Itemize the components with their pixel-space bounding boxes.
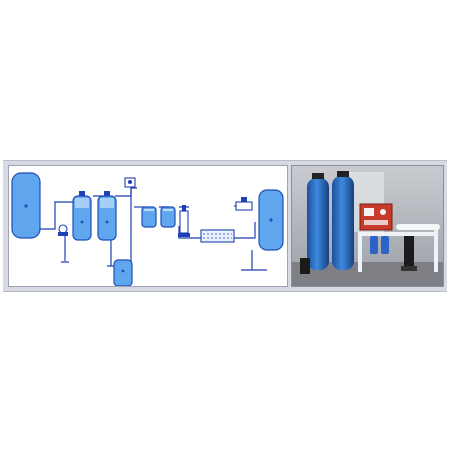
pressure-vessels-photo xyxy=(300,171,354,274)
pipe-to-membrane xyxy=(178,226,201,239)
pipe-outlet xyxy=(241,250,267,271)
vertical-pump-photo xyxy=(401,236,417,271)
treated-water-tank-icon xyxy=(258,189,284,251)
control-panel-photo xyxy=(359,203,393,231)
pipe-raw-to-filter xyxy=(40,201,73,230)
process-diagram xyxy=(11,172,284,286)
ro-plant-photo xyxy=(292,166,443,286)
process-diagram-panel xyxy=(8,165,288,287)
ro-membrane-module-icon xyxy=(200,229,235,243)
pressure-sand-filter-icon xyxy=(72,191,92,241)
antiscalant-dosing-tank-icon xyxy=(113,259,133,286)
ro-frame-photo xyxy=(358,224,440,272)
pipe-to-dosing xyxy=(115,187,137,197)
feed-pump-icon xyxy=(58,224,68,236)
pipe-to-product xyxy=(234,222,256,239)
micron-cartridge-filters-icon xyxy=(141,206,176,228)
uv-unit-icon xyxy=(235,197,253,211)
activated-carbon-filter-icon xyxy=(97,191,117,241)
high-pressure-pump-icon xyxy=(178,205,190,237)
raw-water-tank-icon xyxy=(11,172,41,239)
cartridge-housings-photo xyxy=(370,236,389,254)
dosing-pump-icon xyxy=(124,177,136,188)
plant-photo-panel xyxy=(291,165,444,287)
